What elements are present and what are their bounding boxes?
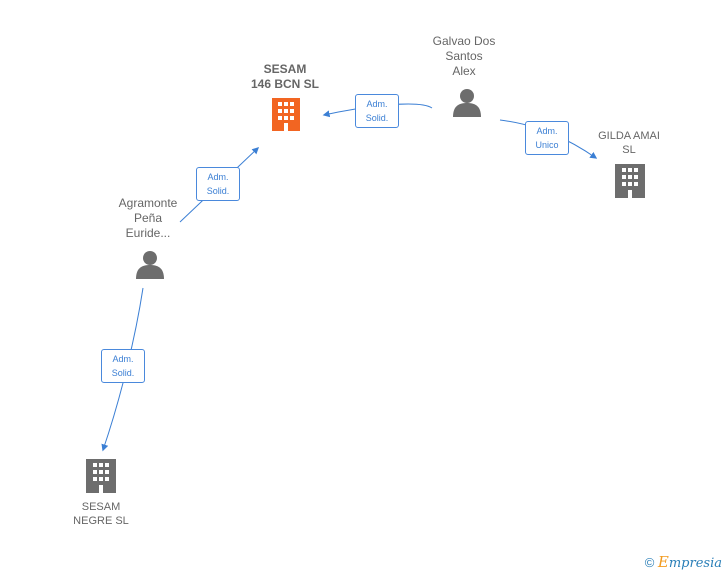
relation-badge-galvao-sesam146[interactable]: Adm. Solid.	[355, 94, 399, 128]
relation-role: Adm.	[207, 172, 229, 182]
building-icon-sesam146[interactable]	[272, 98, 300, 131]
relation-badge-agramonte-sesam146[interactable]: Adm. Solid.	[196, 167, 240, 201]
relation-badge-agramonte-sesamnegre[interactable]: Adm. Solid.	[101, 349, 145, 383]
node-label-line: SL	[622, 144, 636, 156]
relation-type: Solid.	[206, 186, 230, 196]
relation-role: Adm.	[366, 99, 388, 109]
node-label-line: GILDA AMAI	[598, 130, 660, 142]
node-label-line: Alex	[452, 64, 476, 78]
node-label-sesam146[interactable]: SESAM 146 BCN SL	[232, 62, 338, 92]
relation-type: Unico	[535, 140, 559, 150]
node-label-line: Euride...	[125, 226, 171, 240]
relation-badge-galvao-gilda[interactable]: Adm. Unico	[525, 121, 569, 155]
node-label-line: 146 BCN SL	[250, 77, 320, 91]
node-label-line: SESAM	[81, 501, 121, 513]
node-label-gilda[interactable]: GILDA AMAI SL	[584, 129, 674, 157]
relation-type: Solid.	[111, 368, 135, 378]
node-label-line: SESAM	[263, 62, 307, 76]
node-label-galvao[interactable]: Galvao Dos Santos Alex	[414, 34, 514, 79]
person-icon-galvao[interactable]	[453, 89, 481, 117]
copyright-brand[interactable]: © Empresia	[645, 553, 722, 571]
node-label-sesamnegre[interactable]: SESAM NEGRE SL	[56, 500, 146, 528]
building-icon-sesamnegre[interactable]	[86, 459, 116, 493]
node-label-line: Galvao Dos	[432, 34, 496, 48]
relation-role: Adm.	[536, 126, 558, 136]
brand-logo-text: mpresia	[668, 556, 722, 571]
node-label-line: Peña	[133, 211, 163, 225]
node-label-line: Santos	[445, 49, 483, 63]
brand-logo-initial: E	[657, 553, 669, 571]
node-label-agramonte[interactable]: Agramonte Peña Euride...	[100, 196, 196, 241]
node-label-line: NEGRE SL	[73, 515, 129, 527]
copyright-icon: ©	[644, 555, 655, 570]
relation-type: Solid.	[365, 113, 389, 123]
relation-role: Adm.	[112, 354, 134, 364]
person-icon-agramonte[interactable]	[136, 251, 164, 279]
building-icon-gilda[interactable]	[615, 164, 645, 198]
node-label-line: Agramonte	[118, 196, 178, 210]
